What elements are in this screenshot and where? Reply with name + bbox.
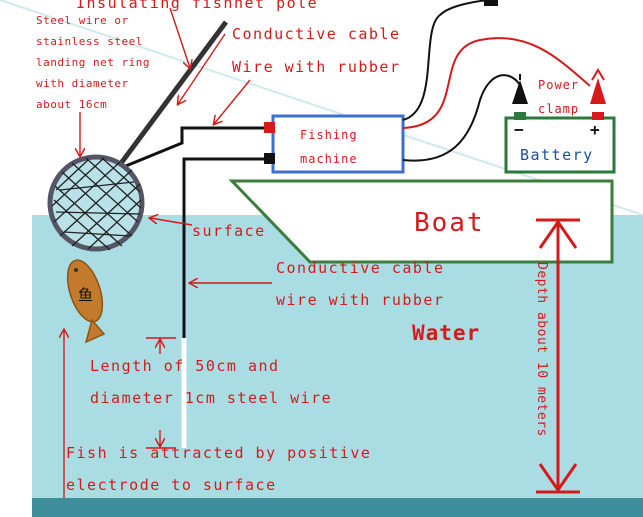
depth-label: Depth about 10 meters <box>534 262 549 437</box>
battery-body <box>504 116 616 174</box>
conductive-cable-top-label: Conductive cable <box>232 25 401 43</box>
water-surface-line <box>0 0 643 216</box>
cable-end-black <box>484 0 498 6</box>
clamp-black <box>512 74 528 104</box>
surface-arrow <box>150 218 193 226</box>
boat-hull <box>228 179 614 264</box>
conductive-top-arrow <box>178 33 226 104</box>
cable-red <box>402 37 591 129</box>
water-bottom-band <box>32 498 643 517</box>
fishnet-pole <box>113 20 229 172</box>
ring-label-line-4: with diameter <box>36 77 129 90</box>
ring-label-line-5: about 16cm <box>36 98 108 111</box>
net-ring <box>47 154 145 252</box>
ring-label-line-2: stainless steel <box>36 35 143 48</box>
battery-minus-label: − <box>514 120 525 139</box>
wire-rubber-top-label: Wire with rubber <box>232 58 401 76</box>
cable-to-net <box>115 126 268 172</box>
annotation-arrows <box>64 7 272 498</box>
cable-black-upper <box>402 0 496 121</box>
fish-label-line-1: Fish is attracted by positive <box>66 444 372 462</box>
boat-label: Boat <box>414 208 485 238</box>
cable-to-electrode <box>182 157 268 338</box>
depth-arrow <box>536 218 580 494</box>
clamp-red <box>590 68 606 104</box>
pole-arrow <box>169 7 190 68</box>
length-label-line-2: diameter 1cm steel wire <box>90 389 333 407</box>
machine-label-line-2: machine <box>300 152 358 166</box>
fish-label-line-2: electrode to surface <box>66 476 277 494</box>
machine-terminal-positive <box>264 122 275 133</box>
surface-label: surface <box>192 222 266 240</box>
battery-terminal-right <box>592 112 604 120</box>
ring-label-line-1: Steel wire or <box>36 14 129 27</box>
power-clamp-label-line-2: clamp <box>538 102 580 116</box>
battery-label: Battery <box>520 146 594 164</box>
battery-plus-label: + <box>590 120 601 139</box>
power-clamp-label-line-1: Power <box>538 78 580 92</box>
ring-label-line-3: landing net ring <box>36 56 150 69</box>
cable-black-lower <box>402 74 521 162</box>
fishing-machine-box <box>271 114 405 174</box>
wire-rubber-mid-label: wire with rubber <box>276 291 445 309</box>
conductive-cable-mid-label: Conductive cable <box>276 259 445 277</box>
pole-label: Insulating fishnet pole <box>76 0 319 12</box>
fish-character: 鱼 <box>78 286 94 304</box>
fish <box>66 259 106 344</box>
machine-terminal-negative <box>264 153 275 164</box>
machine-label-line-1: Fishing <box>300 128 358 142</box>
water-label: Water <box>412 321 481 345</box>
length-label-line-1: Length of 50cm and <box>90 357 280 375</box>
battery-terminal-left <box>514 112 526 120</box>
rubber-top-arrow <box>214 79 251 124</box>
